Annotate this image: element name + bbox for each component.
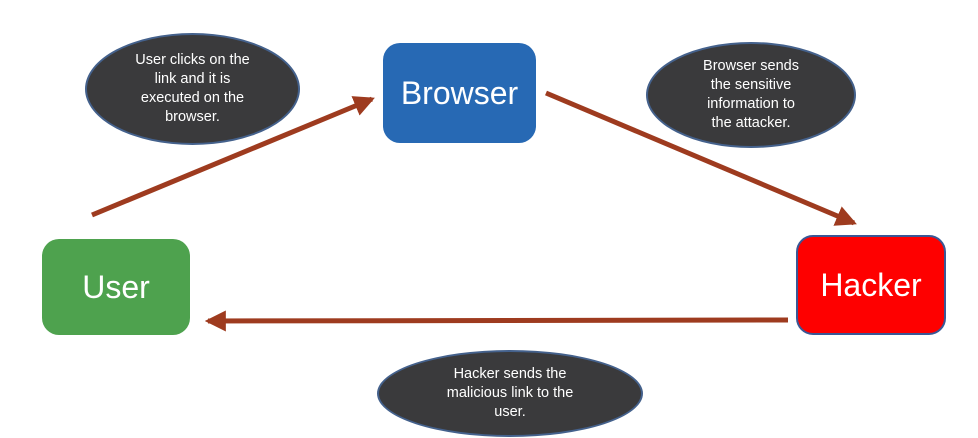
callout-user-to-browser: User clicks on the link and it is execut… bbox=[85, 33, 300, 145]
callout-hacker-to-user: Hacker sends the malicious link to the u… bbox=[377, 350, 643, 437]
callout-text-line: browser. bbox=[165, 108, 220, 125]
arrow-hacker-to-user bbox=[204, 310, 789, 332]
callout-text-line: Hacker sends the bbox=[453, 366, 567, 383]
node-user: User bbox=[42, 239, 190, 335]
node-browser-label: Browser bbox=[400, 74, 519, 111]
callout-text-line: the sensitive bbox=[710, 77, 792, 94]
callout-browser-to-hacker: Browser sends the sensitive information … bbox=[646, 42, 856, 148]
callout-text-line: link and it is bbox=[154, 71, 231, 88]
callout-text-line: information to bbox=[707, 96, 795, 112]
node-user-label: User bbox=[82, 268, 150, 305]
callout-text-line: executed on the bbox=[140, 90, 245, 106]
callout-text-line: user. bbox=[494, 403, 526, 420]
callout-text-line: User clicks on the bbox=[135, 52, 250, 69]
callout-text-line: the attacker. bbox=[711, 114, 791, 131]
node-hacker: Hacker bbox=[796, 235, 946, 335]
node-browser: Browser bbox=[383, 43, 536, 143]
node-hacker-label: Hacker bbox=[820, 266, 922, 303]
callout-text-line: malicious link to the bbox=[446, 385, 574, 402]
callout-text-line: Browser sends bbox=[703, 58, 799, 75]
